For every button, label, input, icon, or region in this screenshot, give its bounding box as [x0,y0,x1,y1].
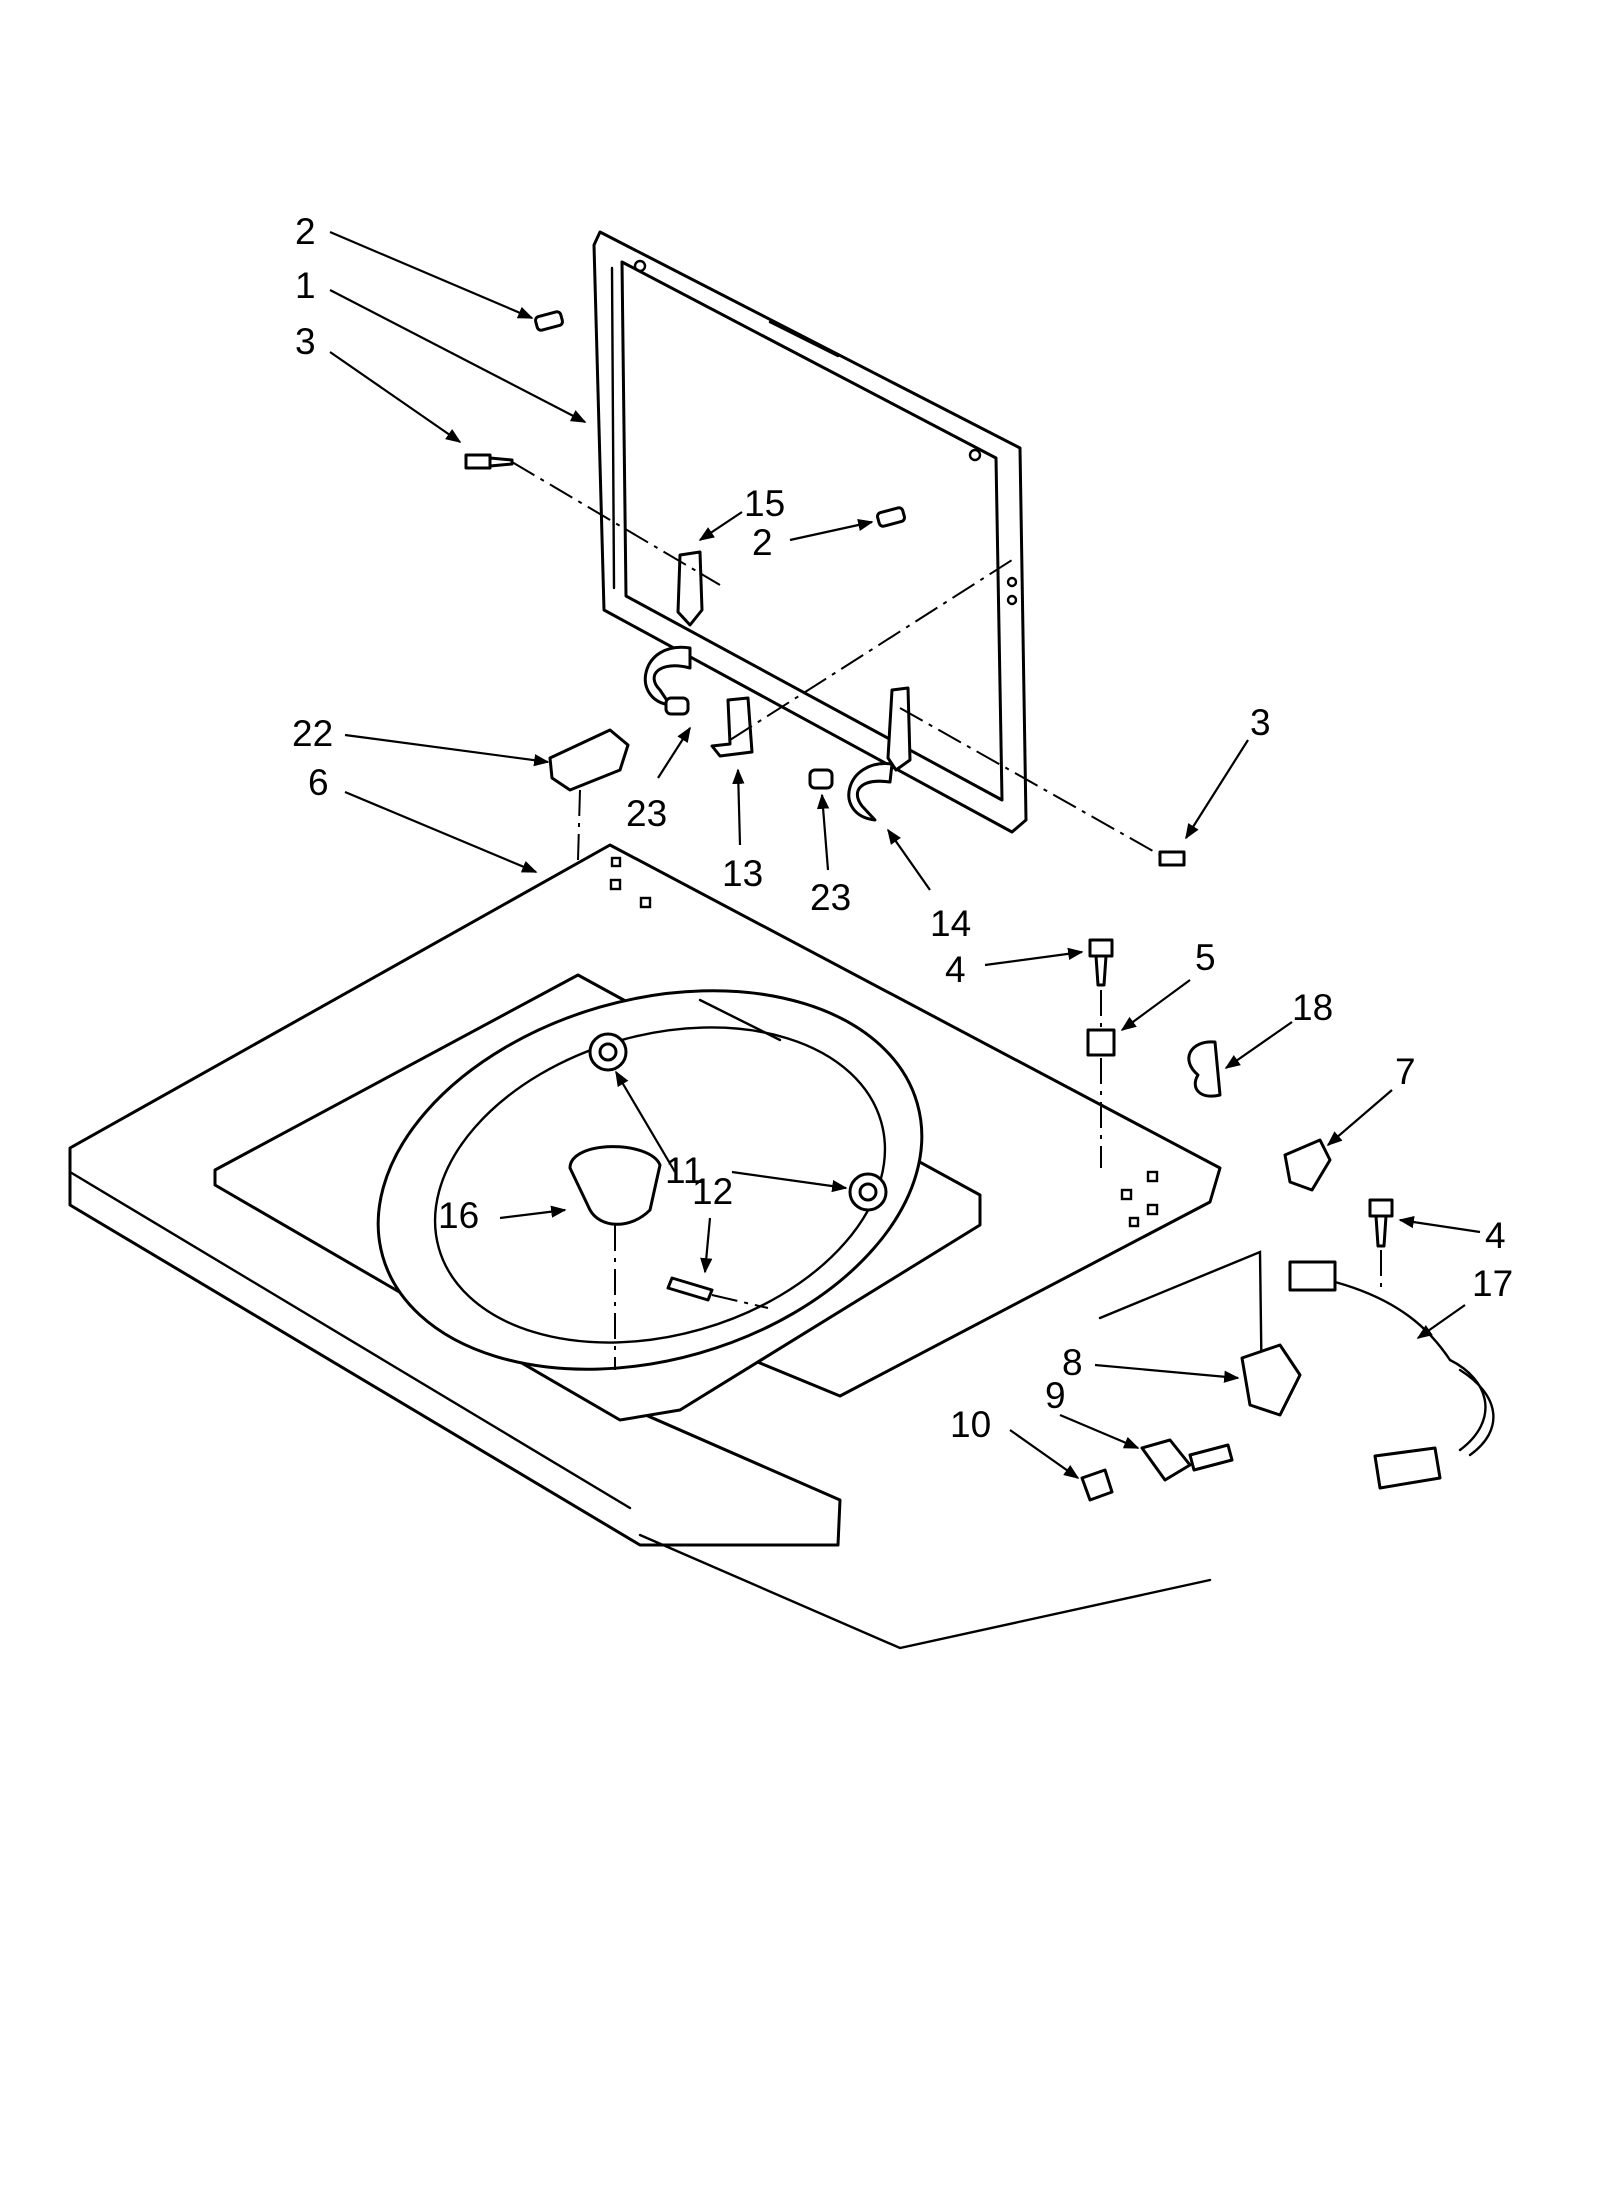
callout-3-right: 3 [1250,702,1271,743]
leader-arrows [329,230,1481,1479]
callout-1: 1 [295,265,316,306]
callout-10: 10 [950,1404,991,1445]
callout-16: 16 [438,1195,479,1236]
callout-8: 8 [1062,1342,1083,1383]
callout-4-upper: 4 [945,949,966,990]
parts-hardware [464,310,1495,1502]
callout-6: 6 [308,762,329,803]
lid-frame [592,230,1028,834]
callout-15: 15 [744,483,785,524]
callout-2-top: 2 [295,211,316,252]
callout-17: 17 [1472,1263,1513,1304]
callout-23-left: 23 [626,793,667,834]
alignment-lines [511,461,1382,1370]
callout-22: 22 [292,713,333,754]
callout-5: 5 [1195,937,1216,978]
callout-12: 12 [692,1171,733,1212]
callout-14: 14 [930,903,971,944]
callout-18: 18 [1292,987,1333,1028]
callout-11: 11 [665,1150,703,1191]
callout-2-middle: 2 [752,522,773,563]
callout-13: 13 [722,853,763,894]
callout-4-lower: 4 [1485,1215,1506,1256]
callout-23-right: 23 [810,877,851,918]
callout-3-left: 3 [295,321,316,362]
callout-7: 7 [1395,1051,1416,1092]
callout-9: 9 [1045,1375,1066,1416]
